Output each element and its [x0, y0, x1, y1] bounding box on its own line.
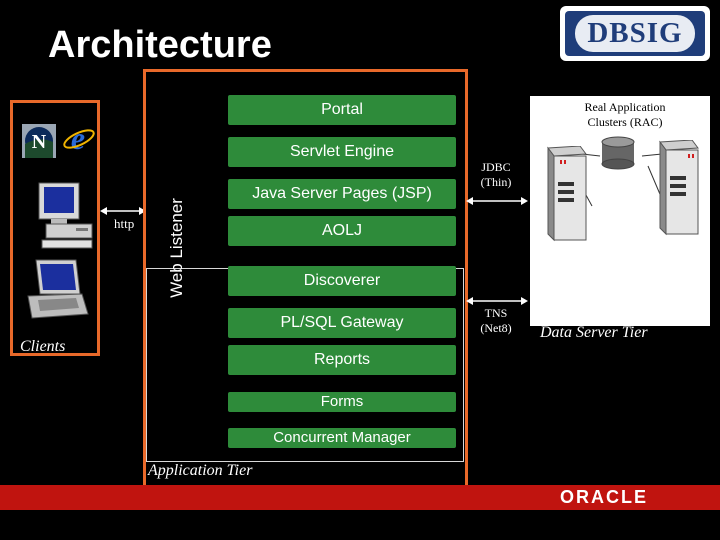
jdbc-connector — [466, 194, 528, 206]
netscape-icon: N — [22, 124, 56, 158]
aolj-component: AOLJ — [228, 216, 456, 246]
servlet-engine-component: Servlet Engine — [228, 137, 456, 167]
server-icon — [540, 145, 588, 242]
footer-bar — [0, 485, 720, 510]
jdbc-label-line2: (Thin) — [480, 175, 512, 189]
oracle-logo: ORACLE — [560, 487, 648, 507]
data-server-tier-label: Data Server Tier — [540, 324, 648, 341]
jdbc-label: JDBC (Thin) — [476, 160, 516, 190]
internet-explorer-icon: e — [62, 120, 96, 156]
laptop-icon — [24, 258, 90, 320]
rac-label: Real Application Clusters (RAC) — [560, 100, 690, 130]
jdbc-label-line1: JDBC — [481, 160, 511, 174]
dbsig-logo: DBSIG — [560, 6, 710, 61]
svg-text:e: e — [71, 122, 85, 156]
plsql-gateway-component: PL/SQL Gateway — [228, 308, 456, 338]
tns-label-line1: TNS — [484, 306, 508, 320]
tns-connector — [466, 294, 528, 306]
reports-component: Reports — [228, 345, 456, 375]
clients-label: Clients — [20, 338, 66, 355]
http-label: http — [114, 216, 135, 231]
page-title: Architecture — [48, 24, 272, 66]
svg-text:N: N — [32, 131, 47, 153]
http-connector — [100, 204, 146, 216]
portal-component: Portal — [228, 95, 456, 125]
tns-label: TNS (Net8) — [476, 306, 516, 336]
web-listener-label: Web Listener — [163, 160, 191, 335]
clients-box — [10, 100, 100, 356]
dbsig-logo-text: DBSIG — [575, 15, 695, 52]
rac-label-line1: Real Application — [584, 100, 666, 114]
discoverer-component: Discoverer — [228, 266, 456, 296]
storage-icon — [598, 136, 638, 170]
tns-label-line2: (Net8) — [480, 321, 512, 335]
concurrent-manager-component: Concurrent Manager — [228, 428, 456, 448]
forms-component: Forms — [228, 392, 456, 412]
server-icon — [652, 139, 700, 236]
dbsig-logo-frame: DBSIG — [565, 11, 705, 56]
web-listener-text: Web Listener — [167, 197, 186, 298]
desktop-computer-icon — [36, 180, 98, 250]
application-tier-label: Application Tier — [148, 462, 253, 479]
rac-label-line2: Clusters (RAC) — [587, 115, 663, 129]
jsp-component: Java Server Pages (JSP) — [228, 179, 456, 209]
